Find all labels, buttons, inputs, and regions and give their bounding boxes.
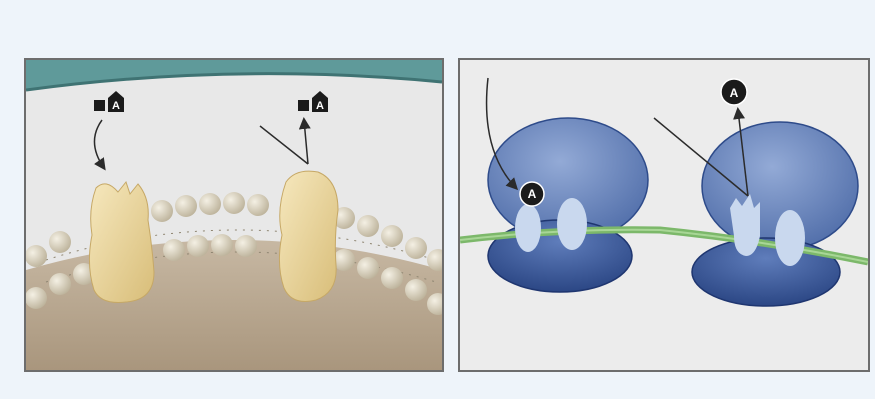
transporter-protein-1 [89, 182, 154, 303]
svg-text:A: A [112, 100, 120, 112]
transporter-protein-2 [279, 171, 338, 301]
cytoplasm [26, 240, 442, 370]
square-marker-icon [94, 100, 105, 111]
trna-site [557, 198, 587, 250]
svg-text:A: A [316, 100, 324, 112]
ribosome-2 [692, 122, 858, 306]
membrane-illustration: A A [26, 60, 442, 370]
a-circle-icon: A [520, 182, 544, 206]
svg-text:A: A [730, 86, 739, 100]
ribosome-illustration: A A [460, 60, 868, 370]
ribosome-panel: A A [458, 58, 870, 372]
trna-site [775, 210, 805, 266]
trna-site [515, 204, 541, 252]
square-marker-icon [298, 100, 309, 111]
a-circle-icon: A [721, 79, 747, 105]
svg-text:A: A [528, 187, 537, 201]
membrane-panel: A A [24, 58, 444, 372]
ribosome-small-subunit [692, 238, 840, 306]
